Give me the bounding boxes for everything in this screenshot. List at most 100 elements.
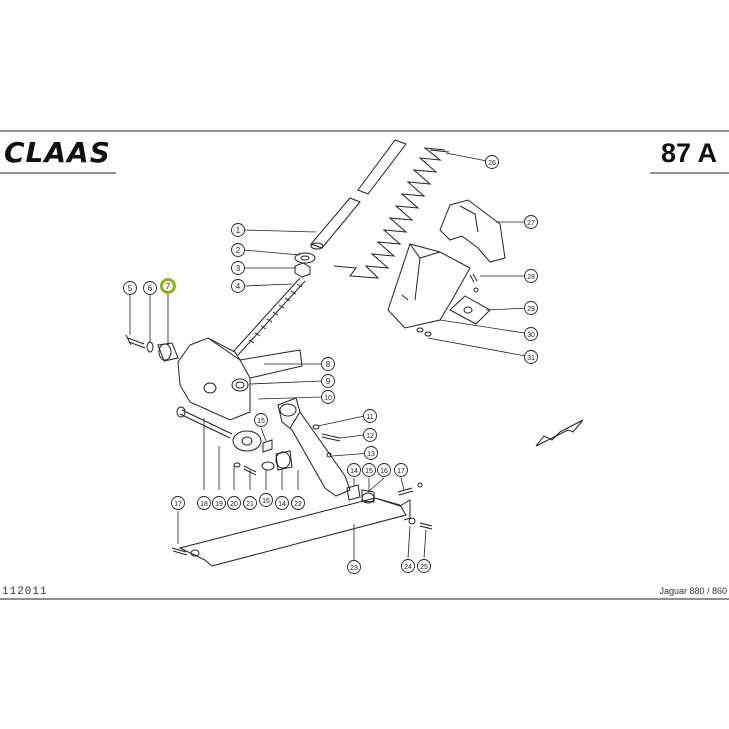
callout-number: 15 xyxy=(257,418,265,425)
callout-circle xyxy=(227,496,241,510)
callout-circle xyxy=(524,301,538,315)
callout-10[interactable]: 10 xyxy=(321,390,335,404)
callout-number: 4 xyxy=(236,282,241,291)
callout-27[interactable]: 27 xyxy=(524,215,538,229)
callout-12[interactable]: 12 xyxy=(363,428,377,442)
callout-circle xyxy=(212,496,226,510)
washer-part xyxy=(294,252,316,264)
callout-circle xyxy=(254,413,268,427)
callout-number: 20 xyxy=(230,501,238,508)
callout-number: 7 xyxy=(166,282,171,291)
callout-2[interactable]: 2 xyxy=(231,243,245,257)
callout-19[interactable]: 19 xyxy=(212,496,226,510)
callout-31[interactable]: 31 xyxy=(524,350,538,364)
callout-number: 18 xyxy=(200,501,208,508)
document-code: 112011 xyxy=(2,586,48,598)
callout-18[interactable]: 18 xyxy=(197,496,211,510)
callout-number: 23 xyxy=(350,565,358,572)
callout-circle xyxy=(243,496,257,510)
callout-circle xyxy=(321,374,335,388)
callout-number: 1 xyxy=(236,226,241,235)
callout-15[interactable]: 15 xyxy=(254,413,268,427)
page-number: 87 A xyxy=(660,138,717,168)
callout-number: 14 xyxy=(350,468,358,475)
flat-plate xyxy=(449,295,491,325)
callout-number: 9 xyxy=(326,377,331,386)
callout-number: 19 xyxy=(215,501,223,508)
callout-circle xyxy=(394,463,408,477)
callout-number: 3 xyxy=(236,264,241,273)
callout-circle xyxy=(347,560,361,574)
callout-circle xyxy=(123,281,137,295)
callout-number: 16 xyxy=(262,498,270,505)
washer-6 xyxy=(146,341,154,353)
callout-number: 22 xyxy=(294,501,302,508)
callout-number: 6 xyxy=(148,284,153,293)
callout-29[interactable]: 29 xyxy=(524,301,538,315)
callout-7[interactable]: 7 xyxy=(160,278,176,294)
callout-number: 31 xyxy=(527,355,535,362)
callout-3[interactable]: 3 xyxy=(231,261,245,275)
mounting-bracket xyxy=(387,243,471,329)
callout-1[interactable]: 1 xyxy=(231,223,245,237)
callout-circle xyxy=(524,327,538,341)
callout-24[interactable]: 24 xyxy=(401,559,415,573)
bracket-plate xyxy=(439,199,506,263)
callout-number: 17 xyxy=(174,501,182,508)
upper-tube xyxy=(357,139,407,195)
callout-circle xyxy=(364,446,378,460)
callout-number: 16 xyxy=(380,468,388,475)
compression-spring xyxy=(333,147,446,279)
callout-number: 8 xyxy=(326,360,331,369)
callout-14[interactable]: 14 xyxy=(275,496,289,510)
callout-circle xyxy=(197,496,211,510)
long-bolt xyxy=(179,409,233,439)
callout-20[interactable]: 20 xyxy=(227,496,241,510)
callout-circle xyxy=(524,350,538,364)
callout-4[interactable]: 4 xyxy=(231,279,245,293)
machine-model: Jaguar 880 / 860 xyxy=(659,586,727,596)
callout-number: 26 xyxy=(488,160,496,167)
callout-8[interactable]: 8 xyxy=(321,357,335,371)
callout-circle xyxy=(401,559,415,573)
nut-part xyxy=(294,262,311,278)
callout-25[interactable]: 25 xyxy=(417,559,431,573)
callout-circle xyxy=(524,215,538,229)
callout-21[interactable]: 21 xyxy=(243,496,257,510)
callout-11[interactable]: 11 xyxy=(363,409,377,423)
callout-number: 17 xyxy=(397,468,405,475)
callout-circle xyxy=(362,463,376,477)
callout-16[interactable]: 16 xyxy=(259,493,273,507)
callout-9[interactable]: 9 xyxy=(321,374,335,388)
callout-number: 15 xyxy=(365,468,373,475)
callout-28[interactable]: 28 xyxy=(524,269,538,283)
callout-6[interactable]: 6 xyxy=(143,281,157,295)
callout-circle xyxy=(231,243,245,257)
callout-16[interactable]: 16 xyxy=(377,463,391,477)
callout-22[interactable]: 22 xyxy=(291,496,305,510)
callout-number: 5 xyxy=(128,284,133,293)
callout-number: 11 xyxy=(366,414,373,421)
callout-26[interactable]: 26 xyxy=(485,155,499,169)
callout-number: 29 xyxy=(527,306,535,313)
callout-13[interactable]: 13 xyxy=(364,446,378,460)
callout-circle xyxy=(347,463,361,477)
callout-circle xyxy=(417,559,431,573)
callout-17[interactable]: 17 xyxy=(171,496,185,510)
swing-arm xyxy=(277,397,351,497)
callout-number: 2 xyxy=(236,246,241,255)
callout-5[interactable]: 5 xyxy=(123,281,137,295)
callout-circle xyxy=(321,390,335,404)
callout-circle xyxy=(377,463,391,477)
callout-30[interactable]: 30 xyxy=(524,327,538,341)
callout-15[interactable]: 15 xyxy=(362,463,376,477)
callout-23[interactable]: 23 xyxy=(347,560,361,574)
callout-14[interactable]: 14 xyxy=(347,463,361,477)
brand-logo: CLAAS xyxy=(4,136,111,169)
flange-disc xyxy=(232,430,262,452)
callout-17[interactable]: 17 xyxy=(394,463,408,477)
callout-number: 13 xyxy=(367,451,375,458)
leader-lines xyxy=(129,152,532,560)
